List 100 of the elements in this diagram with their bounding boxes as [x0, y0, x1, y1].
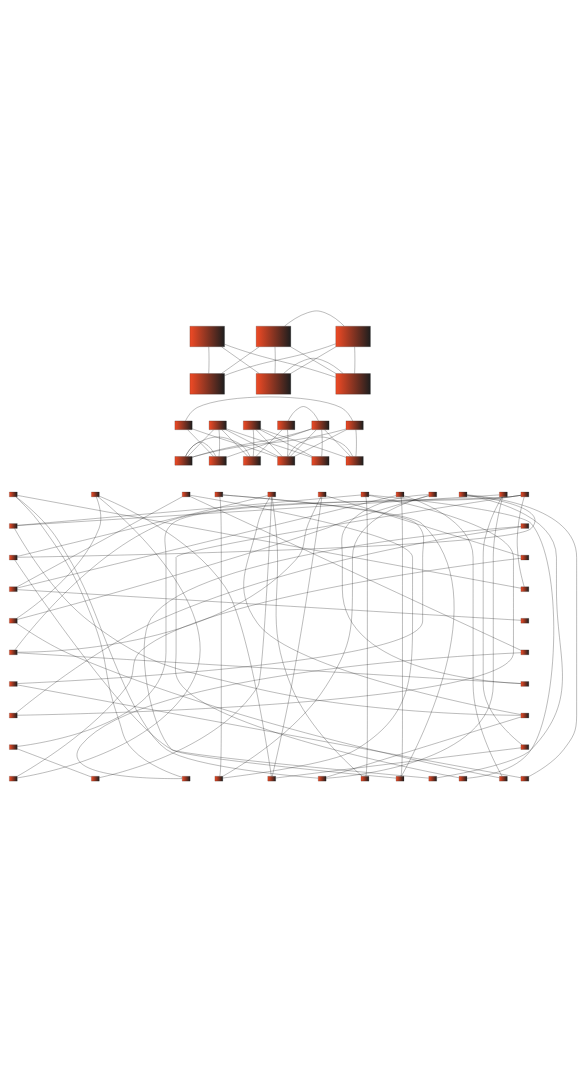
node-box [174, 456, 193, 466]
connector [288, 406, 319, 421]
connector [324, 429, 351, 457]
node-box [499, 491, 508, 497]
node-box [214, 776, 223, 782]
connector [17, 495, 522, 589]
connector [17, 652, 522, 684]
node-box [520, 586, 529, 592]
connector [260, 428, 347, 458]
node-box [520, 523, 529, 529]
node-box [91, 776, 100, 782]
node-box [345, 420, 364, 430]
connector [283, 358, 344, 374]
node-box [428, 776, 437, 782]
connector [321, 429, 323, 457]
node-box [256, 326, 291, 347]
connector [326, 495, 522, 557]
connector [17, 496, 183, 587]
connector [326, 716, 522, 778]
connector [17, 684, 522, 778]
connector [17, 494, 535, 558]
connector [272, 496, 322, 777]
connector [14, 559, 429, 779]
node-box [520, 713, 529, 719]
connector [436, 495, 563, 778]
node-box [267, 776, 276, 782]
connector [144, 526, 522, 779]
connector [287, 429, 289, 457]
connector [290, 429, 317, 457]
connector [326, 496, 503, 779]
connector [221, 346, 260, 374]
node-box [9, 776, 18, 782]
connector [219, 496, 222, 777]
node-box [209, 420, 227, 430]
node-box [318, 776, 327, 782]
node-box [520, 681, 529, 687]
node-box [189, 373, 225, 395]
connector [365, 496, 368, 777]
connector [187, 429, 214, 457]
connector [400, 496, 403, 777]
connector [16, 496, 319, 779]
node-box [277, 456, 295, 466]
connector [221, 429, 248, 457]
connector [226, 428, 312, 458]
connector [271, 496, 363, 777]
node-box [9, 744, 18, 750]
connector [192, 428, 278, 458]
node-box [345, 456, 364, 466]
connector [368, 494, 554, 779]
node-box [428, 491, 437, 497]
node-box [520, 555, 529, 561]
node-box [189, 326, 225, 347]
node-box [311, 420, 330, 430]
node-box [520, 744, 529, 750]
node-box [256, 373, 291, 395]
node-box [311, 456, 330, 466]
connector [17, 496, 322, 653]
connector [190, 495, 413, 779]
connector [175, 495, 522, 778]
node-box [9, 618, 18, 624]
connector [17, 495, 397, 589]
node-box [335, 326, 371, 347]
node-box [9, 523, 18, 529]
node-box [277, 420, 295, 430]
connector [284, 310, 345, 327]
node-box [209, 456, 227, 466]
node-box [520, 776, 529, 782]
connector [255, 429, 283, 457]
node-box [335, 373, 371, 395]
connector [294, 429, 347, 457]
node-box [182, 776, 191, 782]
node-box [520, 491, 529, 497]
connector [17, 589, 522, 621]
connector [17, 748, 92, 778]
connector [288, 436, 353, 457]
node-box [9, 681, 18, 687]
connector [483, 496, 523, 745]
node-box [396, 491, 405, 497]
node-box [396, 776, 405, 782]
node-box [243, 420, 261, 430]
connector [16, 623, 500, 778]
connector [275, 747, 522, 779]
connector [253, 429, 254, 457]
node-box [458, 491, 468, 497]
node-box [520, 649, 529, 655]
connector [185, 396, 353, 421]
connector [17, 494, 500, 526]
node-box [360, 776, 369, 782]
node-box [243, 456, 261, 466]
connector [16, 496, 101, 619]
node-box [458, 776, 468, 782]
connector [190, 496, 522, 651]
node-box [520, 618, 529, 624]
connector [14, 495, 522, 650]
connector [192, 428, 312, 458]
node-box [9, 491, 18, 497]
node-box [499, 776, 508, 782]
connector [225, 429, 279, 457]
node-box [214, 491, 223, 497]
node-box [9, 555, 18, 561]
